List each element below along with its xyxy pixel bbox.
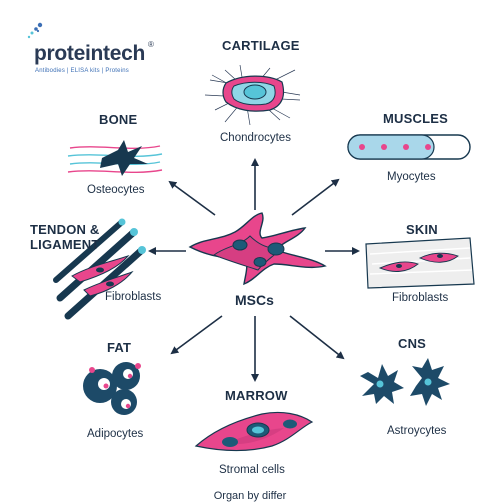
- logo-tagline: Antibodies | ELISA kits | Proteins: [35, 68, 129, 74]
- msc-label: MSCs: [235, 292, 274, 308]
- cns-caption: Astroycytes: [387, 425, 447, 437]
- tendon-title-line2: LIGAMENT: [30, 237, 100, 252]
- astrocyte-illustration: [360, 358, 450, 406]
- tendon-caption: Fibroblasts: [105, 291, 162, 303]
- arrow-to-fat: [170, 315, 223, 355]
- logo-registered-mark: ®: [148, 40, 154, 49]
- skin-fibroblast-illustration: [365, 237, 475, 289]
- chondrocyte-illustration: [204, 64, 301, 126]
- logo-wordmark: proteintech: [34, 42, 146, 65]
- arrows: [148, 158, 360, 382]
- bone-title: BONE: [99, 112, 138, 127]
- proteintech-logo: proteintech ® Antibodies | ELISA kits | …: [26, 22, 166, 78]
- muscles-title: MUSCLES: [383, 111, 448, 126]
- fat-caption: Adipocytes: [87, 428, 144, 440]
- tendon-title-line1: TENDON &: [30, 222, 100, 237]
- cartilage-caption: Chondrocytes: [220, 132, 291, 144]
- skin-caption: Fibroblasts: [392, 292, 449, 304]
- arrow-to-cns: [289, 315, 345, 360]
- osteocyte-illustration: [67, 140, 163, 176]
- cns-title: CNS: [398, 336, 427, 351]
- cartilage-title: CARTILAGE: [222, 38, 300, 53]
- stromal-cell-illustration: [194, 411, 314, 452]
- arrow-to-bone: [168, 180, 216, 216]
- logo-dots-icon: [27, 22, 43, 39]
- adipocyte-illustration: [83, 362, 141, 415]
- tendon-fibroblast-illustration: [53, 218, 146, 320]
- arrow-to-muscles: [291, 178, 340, 216]
- fat-title: FAT: [107, 340, 132, 355]
- myocyte-illustration: [347, 134, 471, 160]
- bottom-cropped-text: Organ by differ: [213, 490, 287, 502]
- msc-cells-illustration: [188, 212, 327, 286]
- skin-title: SKIN: [406, 222, 438, 237]
- bone-caption: Osteocytes: [87, 184, 145, 196]
- marrow-caption: Stromal cells: [219, 464, 285, 476]
- marrow-title: MARROW: [225, 388, 288, 403]
- muscles-caption: Myocytes: [387, 171, 436, 183]
